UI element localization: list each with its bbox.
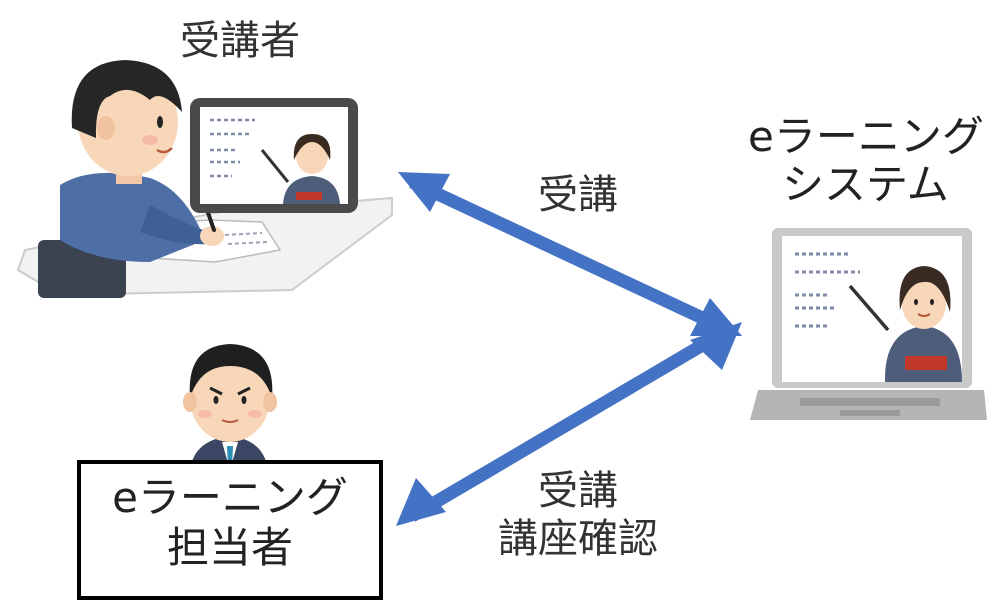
admin-box: eラーニング 担当者 [77,460,383,600]
admin-label-line1: eラーニング [112,473,348,522]
arrow-bottom-label-line1: 受講 [538,468,618,514]
learner-with-tablet-illustration [16,60,393,298]
learner-label: 受講者 [180,18,300,64]
system-label-line2: システム [782,160,949,209]
arrow-top-label: 受講 [538,172,618,218]
instructor-on-laptop-illustration [750,228,987,420]
system-label-line1: eラーニング [748,112,984,161]
arrow-admin-system [396,322,742,526]
admin-label-line2: 担当者 [166,523,293,572]
arrow-bottom-label-line2: 講座確認 [498,516,658,562]
admin-person-illustration [183,344,277,470]
diagram-canvas [16,60,987,526]
